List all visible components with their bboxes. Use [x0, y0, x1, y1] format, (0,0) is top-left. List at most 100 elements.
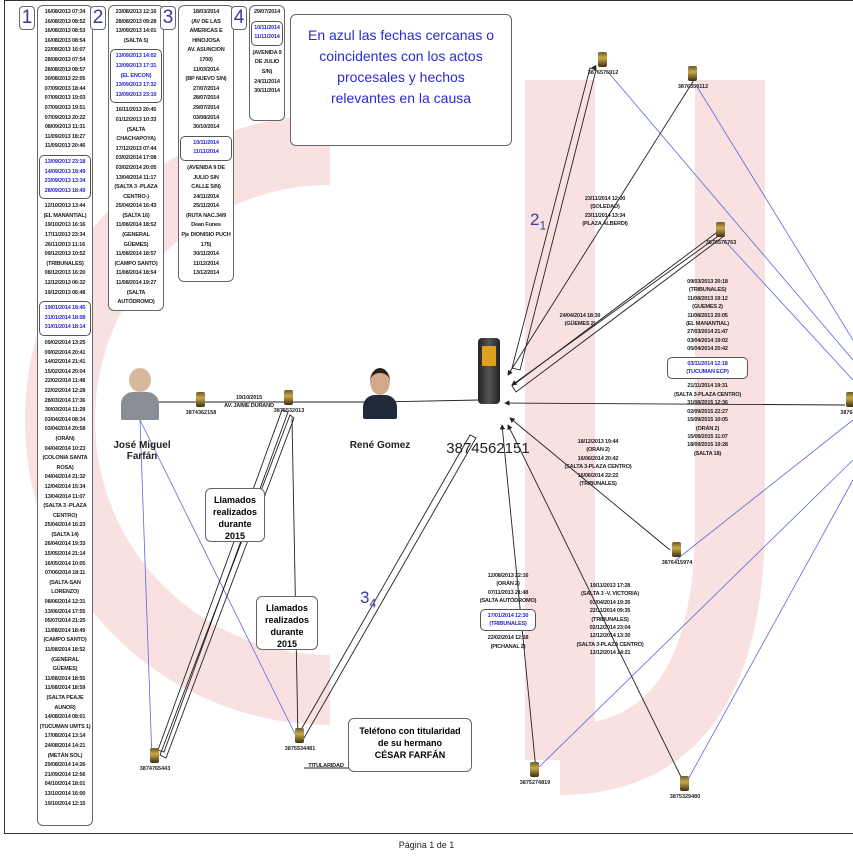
blue-links: [139, 71, 853, 786]
date-line: (SALTA 3 -V. VICTORIA): [581, 591, 639, 598]
date-line: 11/08/2014 18:49: [44, 627, 86, 634]
date-line: 30/08/2013 22:05: [44, 76, 86, 83]
date-line: 18/09/2015 19:28: [687, 442, 728, 449]
edge-index-a-main: 2: [530, 210, 540, 229]
date-line: (ORÁN): [55, 435, 75, 442]
legend-note-text: En azul las fechas cercanas o coincident…: [308, 27, 494, 106]
edge-index-a-sub: 1: [539, 218, 547, 233]
date-line: 16/08/2013 07:34: [44, 9, 86, 15]
date-line: 05/04/2014 20:42: [687, 346, 728, 353]
date-line: 15/09/2015 11:07: [687, 433, 728, 440]
date-line: (GUEMES 2): [692, 304, 723, 311]
central-phone-icon: [478, 338, 500, 404]
date-line: 12/12/2013 06:32: [44, 280, 86, 287]
date-line: 23/11/2014 12:00: [584, 196, 626, 202]
phone-number-label: 3875532013: [273, 408, 305, 414]
phone-icon: [150, 748, 159, 763]
date-line: AUTÓDROMO): [117, 299, 155, 306]
highlighted-date-group: 10/11/2014 11/11/2014: [251, 20, 283, 46]
date-line: AV. ASUNCION: [187, 47, 225, 54]
date-line: (TRIBUNALES): [489, 621, 527, 628]
date-line: 16/08/2013 08:53: [44, 28, 86, 35]
date-line: 13/12/2014: [193, 270, 219, 277]
date-line: (SALTA 3-PLAZA CENTRO): [673, 391, 742, 398]
column-number-1: 1: [19, 6, 35, 30]
central-phone-number: 3874562151: [446, 440, 530, 457]
date-line: 07/09/2013 19:51: [44, 104, 86, 111]
date-line: 28/09/2013 18:49: [44, 187, 86, 194]
date-line: 22/02/2014 11:48: [44, 378, 86, 385]
date-line: 17/01/2014 12:30: [487, 612, 529, 619]
column-number-2: 2: [90, 6, 106, 30]
date-line: 03/04/2014 20:58: [44, 426, 86, 433]
date-line: 24/04/2014 18:39: [559, 313, 601, 319]
date-group: 29/07/2014: [251, 8, 283, 18]
date-line: 08/09/2013 11:31: [44, 124, 86, 131]
phone-number-label: 3875274819: [519, 780, 551, 786]
date-line: (ORÁN 2): [586, 447, 610, 454]
date-line: 05/07/2014 21:25: [44, 618, 86, 625]
date-line: 10/11/2014: [254, 24, 280, 31]
edge-label-bottom2: 19/11/2013 17:28(SALTA 3 -V. VICTORIA)03…: [560, 582, 660, 658]
date-line: (TRIBUNALES): [579, 481, 617, 488]
edge-index-a: 21: [530, 210, 546, 232]
date-line: (GÜEMES 2): [564, 321, 596, 328]
date-line: 11/11/2014: [254, 34, 280, 41]
date-line: 27/03/2014 21:47: [687, 329, 728, 336]
date-line: 24/11/2014: [254, 78, 280, 85]
date-line: (SALTA 3 -PLAZA: [114, 184, 158, 191]
brother-note: Teléfono con titularidad de su hermano C…: [348, 718, 472, 772]
date-line: CHACHAPOYA): [116, 136, 156, 143]
phone-number-label: 3876576763: [705, 240, 737, 246]
date-line: 31/08/2015 12:36: [687, 400, 728, 407]
date-line: 25/04/2014 16:23: [44, 522, 86, 529]
calls-2015-note-b: Llamados realizados durante 2015: [256, 596, 318, 650]
date-line: 13/09/2013 14:01: [115, 28, 157, 35]
date-line: 08/12/2013 16:20: [44, 270, 86, 277]
date-line: 03/04/2014 19:35: [589, 599, 631, 606]
date-line: 16/08/2013 08:54: [44, 37, 86, 44]
date-line: 07/06/2014 18:11: [44, 570, 86, 577]
date-line: 16/11/2013 20:45: [115, 107, 157, 114]
phone-icon: [598, 52, 607, 67]
date-line: 04/10/2014 18:01: [44, 781, 86, 788]
date-line: 30/11/2014: [193, 251, 219, 258]
date-line: (PICHANAL 2): [490, 643, 526, 650]
date-line: 16/06/2014 22:22: [577, 472, 619, 479]
date-line: 29/08/2014 14:26: [44, 762, 86, 769]
column-number-3: 3: [160, 6, 176, 30]
date-line: 07/09/2013 18:44: [44, 85, 86, 92]
phone-number-label: 3874362158: [185, 410, 217, 416]
calls-2015-text-a: Llamados realizados durante 2015: [212, 495, 258, 541]
date-line: 01/12/2013 10:33: [115, 116, 157, 123]
calls-2015-note-a: Llamados realizados durante 2015: [205, 488, 265, 542]
date-line: 11/08/2014 18:57: [115, 251, 157, 258]
edge-label-oran: 18/12/2013 19:44(ORÁN 2)16/06/2014 20:42…: [548, 438, 648, 488]
date-line: (SALTA: [126, 126, 146, 133]
date-line: (AVENIDA 9 DE: [187, 164, 225, 171]
date-line: 19/01/2014 18:45: [44, 305, 86, 312]
date-line: S/N): [261, 68, 273, 75]
date-line: 13/09/2013 17:31: [115, 62, 157, 69]
date-line: 24/11/2014: [193, 193, 219, 200]
phone-icon: [295, 728, 304, 743]
date-line: JULIO S/N: [193, 174, 219, 181]
date-line: 13/04/2014 11:07: [44, 493, 86, 500]
date-line: 16/08/2013 08:52: [44, 18, 86, 25]
legend-note: En azul las fechas cercanas o coincident…: [290, 14, 512, 146]
date-group: 18/12/2013 19:44(ORÁN 2)16/06/2014 20:42…: [548, 438, 648, 488]
calls-2015-text-b: Llamados realizados durante 2015: [264, 603, 310, 649]
person-farfan-avatar: [120, 368, 160, 424]
phone-icon: [680, 776, 689, 791]
date-line: 03/11/2014 12:18: [687, 360, 728, 367]
brother-note-line2: CÉSAR FARFÁN: [374, 750, 446, 760]
